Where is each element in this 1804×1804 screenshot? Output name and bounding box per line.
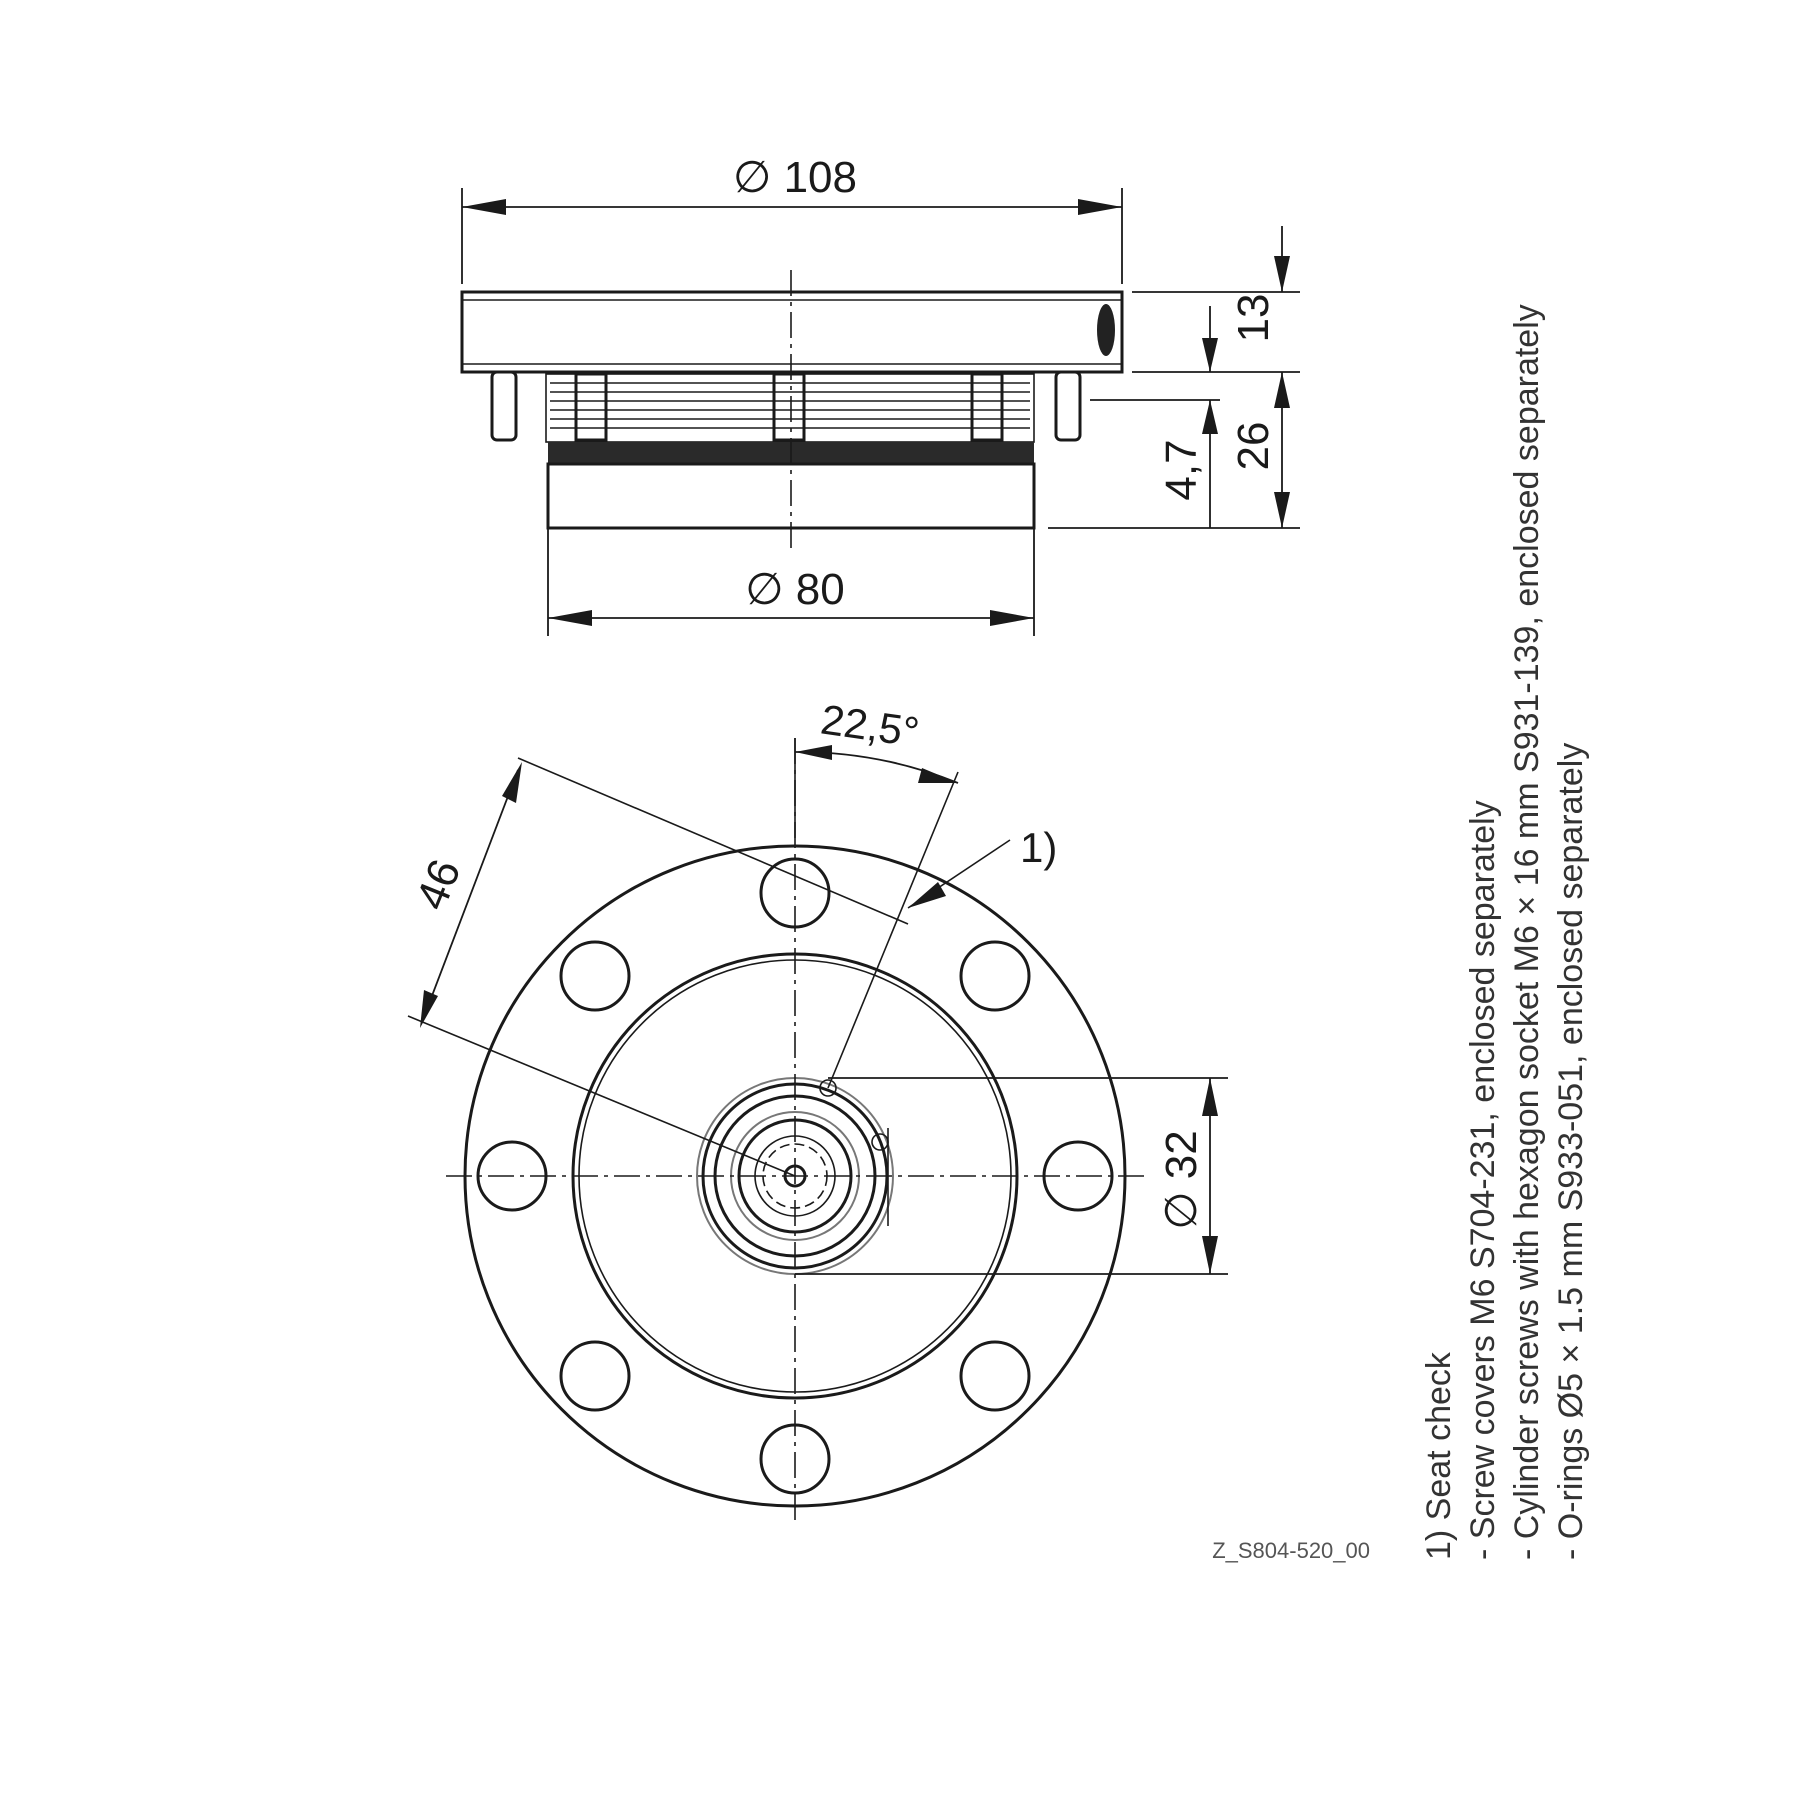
- flange-body: [460, 290, 1124, 374]
- notes-block: 1) Seat check - Screw covers M6 S704-231…: [1420, 304, 1590, 1560]
- dim-body-diameter: ∅ 80: [745, 565, 845, 614]
- top-view: 22,5° 46 1) ∅ 32: [407, 696, 1228, 1522]
- bolt-holes: [476, 857, 1114, 1495]
- note-line-4: - O-rings Ø5 × 1.5 mm S933-051, enclosed…: [1552, 743, 1590, 1560]
- bolt-hole: [559, 1340, 631, 1412]
- right-pin: [1054, 370, 1082, 442]
- dim-top-height: 13: [1229, 294, 1278, 343]
- bolt-hole: [959, 1340, 1031, 1412]
- bolt-hole: [959, 940, 1031, 1012]
- side-port: [1097, 304, 1115, 356]
- note-line-1: 1) Seat check: [1420, 1351, 1458, 1560]
- left-pin: [490, 370, 518, 442]
- dim-total-height: 26: [1229, 422, 1278, 471]
- dim-bore-diameter: ∅ 32: [1157, 1130, 1206, 1230]
- dim-bolt-circle: 46: [407, 853, 471, 917]
- note-line-2: - Screw covers M6 S704-231, enclosed sep…: [1464, 800, 1502, 1560]
- note-line-3: - Cylinder screws with hexagon socket M6…: [1508, 304, 1546, 1560]
- dim-outer-diameter: ∅ 108: [733, 153, 857, 202]
- bolt-hole: [559, 940, 631, 1012]
- drawing-reference: Z_S804-520_00: [1212, 1538, 1370, 1563]
- side-view: ∅ 108 ∅ 80 13 26 4,7: [460, 153, 1300, 636]
- dim-oring-offset: 4,7: [1157, 439, 1206, 500]
- groove-section: [545, 372, 1035, 443]
- dim-angle: 22,5°: [818, 696, 922, 756]
- callout-seat-check: 1): [1020, 824, 1057, 871]
